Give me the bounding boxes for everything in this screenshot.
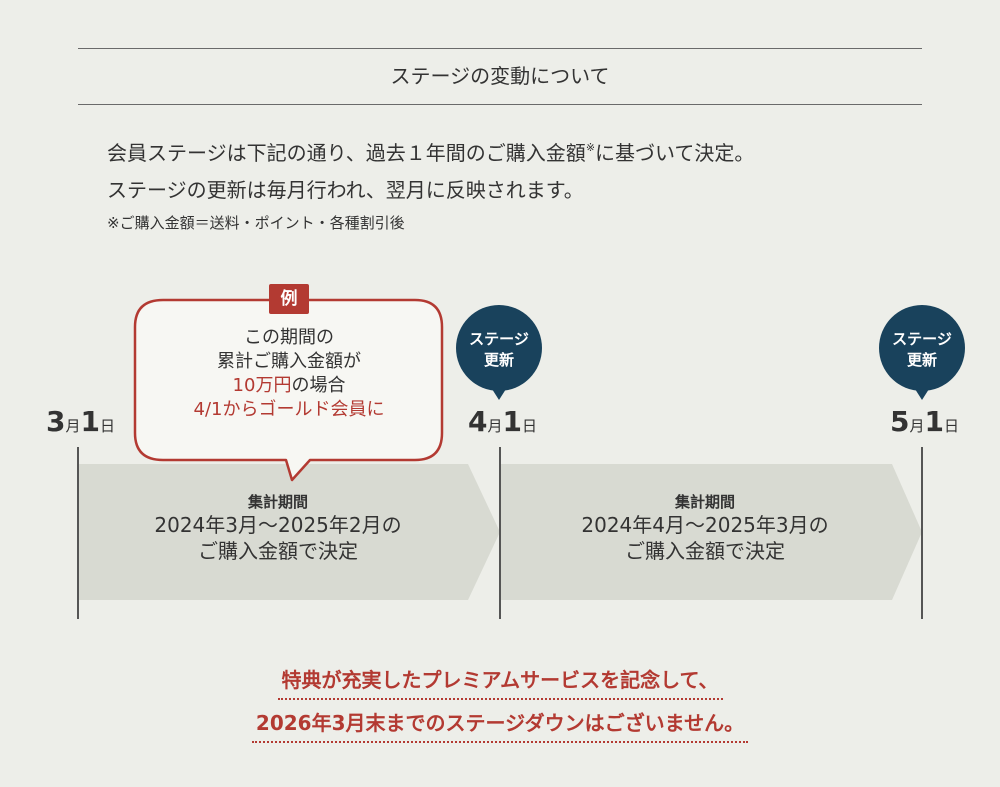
date-day-unit: 日 xyxy=(521,417,537,435)
footer-text: 2026年3月末までのステージダウンはございません。 xyxy=(251,711,749,743)
date-month-number: 5 xyxy=(890,405,910,438)
example-text-line-3: 10万円の場合 xyxy=(135,374,443,397)
description-line-2: ステージの更新は毎月行われ、翌月に反映されます。 xyxy=(107,178,584,202)
date-may1: 5月1日 xyxy=(890,402,959,446)
badge-line-2: 更新 xyxy=(483,351,514,369)
date-apr1: 4月1日 xyxy=(468,402,537,446)
period-label: 集計期間 xyxy=(674,493,735,511)
period-1-text: 集計期間 2024年3月〜2025年2月の ご購入金額で決定 xyxy=(78,492,478,564)
example-callout-bubble xyxy=(133,298,444,482)
example-amount: 10万円 xyxy=(232,375,292,396)
date-day-unit: 日 xyxy=(943,417,959,435)
period-band-2 xyxy=(500,464,922,600)
badge-line-1: ステージ xyxy=(469,330,529,348)
period-band-1 xyxy=(78,464,500,600)
date-day-number: 1 xyxy=(924,405,944,438)
footnote: ※ご購入金額＝送料・ポイント・各種割引後 xyxy=(107,214,405,232)
example-tag-bg xyxy=(269,284,309,314)
footer-notice-line-1: 特典が充実したプレミアムサービスを記念して、 xyxy=(0,666,1000,700)
top-rule xyxy=(78,48,922,49)
description-text: 会員ステージは下記の通り、過去１年間のご購入金額 xyxy=(107,141,586,165)
description-line-1: 会員ステージは下記の通り、過去１年間のご購入金額※に基づいて決定。 xyxy=(107,139,754,167)
footer-notice-line-2: 2026年3月末までのステージダウンはございません。 xyxy=(0,709,1000,743)
period-2-text: 集計期間 2024年4月〜2025年3月の ご購入金額で決定 xyxy=(500,492,910,564)
section-title: ステージの変動について xyxy=(390,64,610,88)
footnote-mark: ※ xyxy=(585,141,596,154)
date-day-number: 1 xyxy=(80,405,100,438)
period-range: 2024年4月〜2025年3月の xyxy=(581,513,829,537)
date-month-number: 3 xyxy=(46,405,66,438)
period-label: 集計期間 xyxy=(247,493,308,511)
marker-line-may1 xyxy=(921,447,923,619)
period-basis: ご購入金額で決定 xyxy=(625,539,785,563)
date-mar1: 3月1日 xyxy=(46,402,115,446)
date-month-unit: 月 xyxy=(65,417,81,435)
period-range: 2024年3月〜2025年2月の xyxy=(154,513,402,537)
stage-update-badge-apr: ステージ 更新 xyxy=(456,305,542,400)
date-month-unit: 月 xyxy=(487,417,503,435)
marker-line-apr1 xyxy=(499,447,501,619)
example-result: 4/1からゴールド会員に xyxy=(193,399,385,420)
footer-text: 特典が充実したプレミアムサービスを記念して、 xyxy=(277,668,723,700)
badge-line-1: ステージ xyxy=(892,330,952,348)
date-day-unit: 日 xyxy=(99,417,115,435)
period-basis: ご購入金額で決定 xyxy=(198,539,358,563)
date-month-unit: 月 xyxy=(909,417,925,435)
example-text-line-2: 累計ご購入金額が xyxy=(217,351,361,372)
stage-update-badge-may: ステージ 更新 xyxy=(879,305,965,400)
bottom-rule xyxy=(78,104,922,105)
example-tag: 例 xyxy=(280,289,298,309)
date-month-number: 4 xyxy=(468,405,488,438)
date-day-number: 1 xyxy=(502,405,522,438)
example-condition: の場合 xyxy=(291,375,346,396)
example-text-line-1: この期間の xyxy=(244,327,334,348)
description-text-end: に基づいて決定。 xyxy=(595,141,755,165)
marker-line-mar1 xyxy=(77,447,79,619)
badge-line-2: 更新 xyxy=(906,351,937,369)
